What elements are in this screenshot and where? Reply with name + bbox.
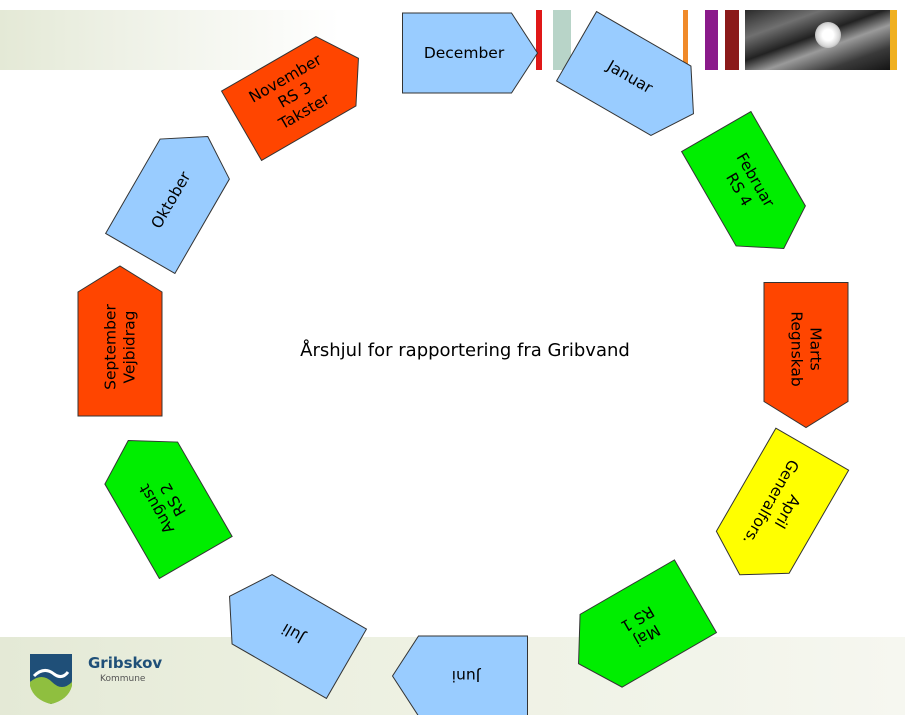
logo-name: Gribskov [88,654,163,672]
month-arrow-shape [763,282,849,429]
month-arrow-shape [578,559,718,688]
stripe-orange [683,10,688,70]
month-tab-januar: Januar [555,10,694,136]
logo-sub: Kommune [100,674,146,684]
gribskov-logo: Gribskov Kommune [28,652,218,710]
stripe-red [536,10,542,70]
month-tab-label: September [102,304,120,390]
stripe-yellow [890,10,897,70]
month-arrow-shape [104,440,233,580]
month-tab-juli: Juli [229,574,368,700]
stripe-teal [553,10,571,70]
month-arrow-shape [680,110,806,249]
flower-blossom [815,22,841,48]
month-tab-oktober: Oktober [104,136,230,275]
month-tab-label: Regnskab [788,311,806,386]
month-tab-december: December [402,12,539,94]
month-tab-label: Juni [452,667,482,685]
month-tab-label: December [424,44,505,62]
stripe-purple [705,10,718,70]
month-arrow-shape [104,136,230,275]
month-arrow-shape [77,265,163,417]
stripe-darkred [725,10,739,70]
month-arrow-shape [220,36,359,162]
month-arrow-shape [402,12,539,94]
month-arrow-shape [229,574,368,700]
month-arrow-shape [391,635,528,715]
month-tab-juni: Juni [391,635,528,715]
wheel-title: Årshjul for rapportering fra Gribvand [300,340,630,361]
month-tab-label: Vejbidrag [121,311,139,384]
logo-emblem-icon [30,654,72,704]
month-tab-label: Marts [807,327,825,370]
month-arrow-shape [715,427,850,576]
month-arrow-shape [555,10,694,136]
